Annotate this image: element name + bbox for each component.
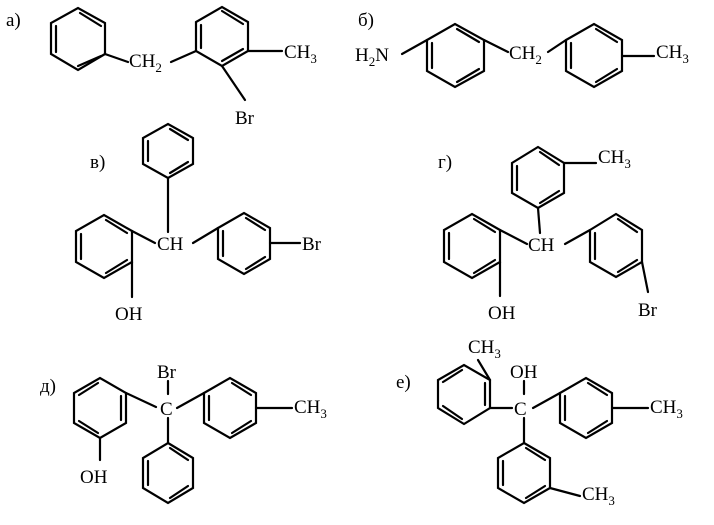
ch3-label: CH3 — [598, 147, 631, 171]
br-label: Br — [638, 300, 658, 321]
tolyl-ring-left — [436, 363, 492, 426]
structure-g-label: г) — [438, 152, 452, 173]
tolyl-ring-right — [558, 376, 614, 440]
structure-e: е) CH3 C OH CH3 CH3 — [396, 337, 683, 508]
c-label: C — [160, 399, 173, 420]
structure-e-label: е) — [396, 372, 411, 393]
bromophenyl-ring — [588, 212, 644, 279]
ch-label: CH — [157, 234, 184, 255]
structure-a: а) CH2 CH3 Br — [6, 5, 317, 129]
structure-d-label: д) — [40, 376, 56, 397]
bromophenyl-ring — [216, 211, 272, 276]
structure-d: д) OH C Br CH3 — [40, 362, 327, 505]
ch3-label: CH3 — [656, 42, 689, 66]
phenyl-ring-bottom — [141, 441, 195, 505]
br-label: Br — [157, 362, 177, 383]
br-label: Br — [235, 108, 255, 129]
structure-b-label: б) — [358, 10, 374, 31]
ch3-bottom-label: CH3 — [582, 484, 615, 508]
ch3-label: CH3 — [284, 42, 317, 66]
aniline-ring — [425, 22, 486, 89]
ch-label: CH — [528, 235, 555, 256]
phenol-ring — [74, 213, 134, 280]
structure-b: б) H2N CH2 CH3 — [355, 10, 689, 89]
h2n-label: H2N — [355, 45, 389, 69]
br-label: Br — [302, 234, 322, 255]
structure-v: в) CH OH Br — [74, 122, 322, 325]
oh-label: OH — [115, 304, 143, 325]
ch2-label: CH2 — [129, 51, 162, 75]
oh-label: OH — [80, 467, 108, 488]
phenyl-ring-top — [141, 122, 195, 180]
oh-label: OH — [488, 303, 516, 324]
substituted-ring — [194, 5, 250, 68]
c-label: C — [514, 399, 527, 420]
structure-v-label: в) — [90, 152, 105, 173]
tolyl-ring-bottom — [496, 441, 552, 505]
tolyl-ring — [202, 376, 258, 440]
benzene-ring — [49, 6, 107, 72]
toluene-ring — [564, 22, 624, 89]
oh-label: OH — [510, 362, 538, 383]
phenol-ring — [442, 212, 502, 280]
structure-a-label: а) — [6, 10, 21, 31]
phenol-ring — [72, 376, 128, 440]
ch3-top-label: CH3 — [468, 337, 501, 361]
ch3-label: CH3 — [294, 397, 327, 421]
structure-g: г) CH3 CH OH Br — [438, 145, 658, 324]
ch3-right-label: CH3 — [650, 397, 683, 421]
ch2-label: CH2 — [509, 43, 542, 67]
tolyl-ring-top — [510, 145, 566, 210]
